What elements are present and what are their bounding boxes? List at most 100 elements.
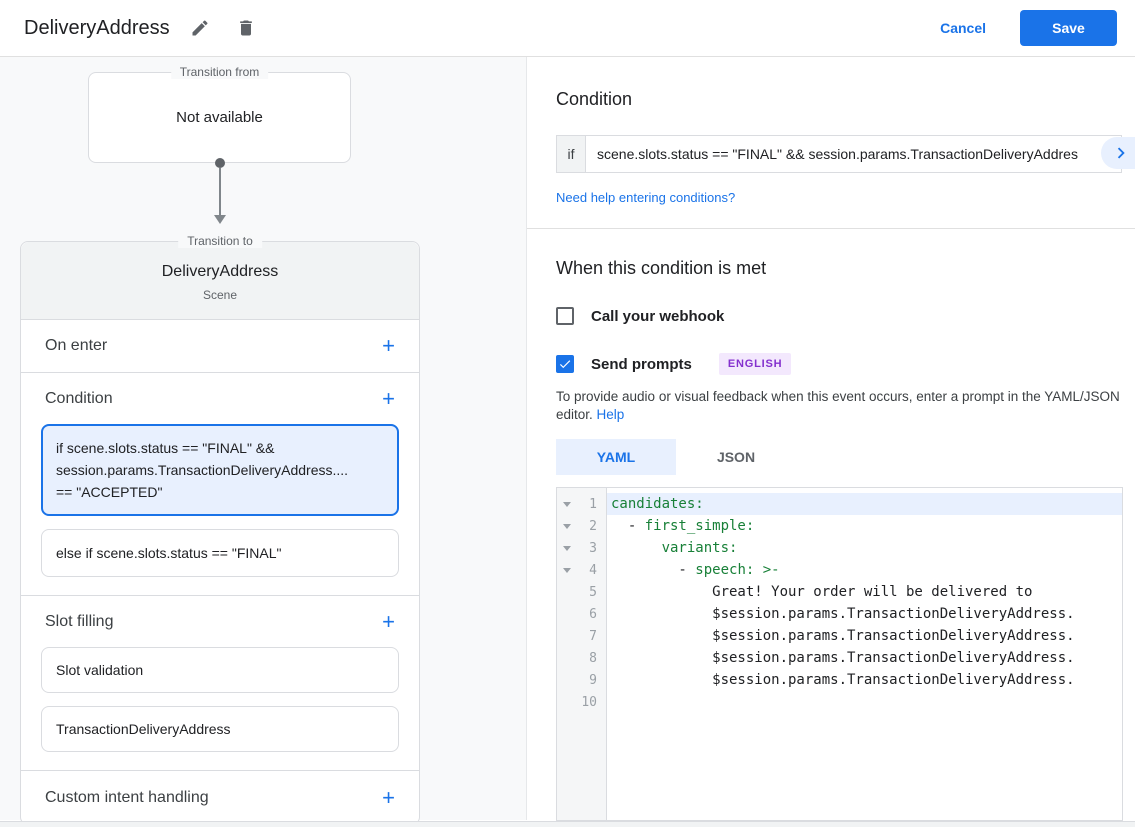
cancel-button[interactable]: Cancel [940,20,986,36]
bottom-strip [0,821,1135,827]
collapse-panel-button[interactable] [1101,137,1135,169]
webhook-checkbox[interactable] [556,307,574,325]
gutter-row: 4 [557,559,606,581]
gutter-row: 8 [557,647,606,669]
slot-filling-section-head[interactable]: Slot filling + [21,596,419,647]
tab-yaml[interactable]: YAML [556,439,676,475]
line-number: 3 [589,540,597,556]
custom-intent-label: Custom intent handling [45,788,209,806]
on-enter-row[interactable]: On enter + [21,320,419,373]
code-line[interactable]: $session.params.TransactionDeliveryAddre… [611,606,1075,622]
add-on-enter-button[interactable]: + [382,333,395,358]
gutter-row: 6 [557,603,606,625]
gutter-row: 1 [557,493,606,515]
gutter-row: 7 [557,625,606,647]
line-number: 2 [589,518,597,534]
line-number: 4 [589,562,597,578]
gutter-row: 2 [557,515,606,537]
code-line[interactable]: variants: [661,540,738,556]
on-enter-label: On enter [45,337,108,354]
code-line[interactable]: $session.params.TransactionDeliveryAddre… [611,672,1075,688]
gutter-row: 10 [557,691,606,713]
condition-section: Condition + if scene.slots.status == "FI… [21,373,419,596]
scene-card: Transition to DeliveryAddress Scene On e… [20,234,420,825]
arrow-down-icon [214,215,226,224]
code-line[interactable]: Great! Your order will be delivered to [611,584,1033,600]
yaml-code-editor[interactable]: 1 2 3 4 5 6 7 8 9 10 candidates: - first_simple: … [556,487,1123,821]
header: DeliveryAddress Cancel Save [0,0,1135,57]
transition-to-label: Transition to [178,234,262,248]
custom-intent-row[interactable]: Custom intent handling + [21,771,419,824]
code-line[interactable]: - first_simple: [611,518,755,534]
condition-help-link[interactable]: Need help entering conditions? [556,190,736,205]
condition-expression-input[interactable] [586,135,1122,173]
if-prefix-label: if [556,135,586,173]
transition-arrow [213,158,227,224]
send-prompts-checkbox[interactable] [556,355,574,373]
condition-input-group: if [556,135,1122,173]
condition-card[interactable]: else if scene.slots.status == "FINAL" [41,529,399,577]
pencil-icon [190,18,210,38]
prompt-help-link[interactable]: Help [596,407,625,422]
slot-filling-section-label: Slot filling [45,612,114,630]
condition-section-head[interactable]: Condition + [21,373,419,424]
transition-from-value: Not available [176,109,263,126]
line-number: 9 [589,672,597,688]
line-number: 5 [589,584,597,600]
scene-name: DeliveryAddress [161,263,279,280]
when-condition-met-section: When this condition is met Call your web… [527,229,1135,821]
code-line[interactable]: $session.params.TransactionDeliveryAddre… [611,650,1075,666]
fold-arrow-icon[interactable] [563,546,571,551]
add-custom-intent-button[interactable]: + [382,784,395,810]
prompt-description-text: To provide audio or visual feedback when… [556,389,1120,422]
plus-icon: + [382,385,395,411]
prompt-description: To provide audio or visual feedback when… [556,388,1134,424]
gutter-row: 5 [557,581,606,603]
line-number: 6 [589,606,597,622]
plus-icon: + [382,784,395,810]
condition-card[interactable]: if scene.slots.status == "FINAL" &&sessi… [41,424,399,516]
edit-scene-name-button[interactable] [184,12,216,44]
fold-arrow-icon[interactable] [563,502,571,507]
condition-detail-panel: Condition if Need help entering conditio… [527,57,1135,821]
editor-code-area[interactable]: candidates: - first_simple: variants: - … [607,488,1122,820]
line-number: 1 [589,496,597,512]
scene-card-header[interactable]: DeliveryAddress Scene [21,242,419,320]
save-button[interactable]: Save [1020,10,1117,46]
code-line[interactable] [607,691,1122,713]
connector-dot [215,158,225,168]
send-prompts-label: Send prompts [591,355,692,373]
line-number: 8 [589,650,597,666]
code-line[interactable]: candidates: [607,493,1122,515]
scene-type: Scene [202,288,238,302]
code-line[interactable]: - speech: >- [611,562,780,578]
section-divider [527,228,1135,229]
condition-editor-section: Condition if Need help entering conditio… [527,57,1135,207]
line-number: 10 [581,694,597,710]
call-webhook-row[interactable]: Call your webhook [556,307,1135,325]
check-icon [558,357,572,371]
condition-section-label: Condition [45,389,113,407]
trash-icon [236,18,256,38]
gutter-row: 9 [557,669,606,691]
transition-from-box[interactable]: Transition from Not available [88,65,351,163]
add-condition-button[interactable]: + [382,385,395,411]
code-line[interactable]: $session.params.TransactionDeliveryAddre… [611,628,1075,644]
delete-scene-button[interactable] [230,12,262,44]
add-slot-button[interactable]: + [382,608,395,634]
slot-card[interactable]: TransactionDeliveryAddress [41,706,399,752]
condition-heading: Condition [556,89,633,109]
send-prompts-row[interactable]: Send prompts ENGLISH [556,353,1135,375]
plus-icon: + [382,333,395,358]
webhook-label: Call your webhook [591,307,725,325]
slot-card[interactable]: Slot validation [41,647,399,693]
gutter-row: 3 [557,537,606,559]
tab-json[interactable]: JSON [676,439,796,475]
fold-arrow-icon[interactable] [563,568,571,573]
fold-arrow-icon[interactable] [563,524,571,529]
plus-icon: + [382,608,395,634]
transition-from-label: Transition from [170,65,269,79]
